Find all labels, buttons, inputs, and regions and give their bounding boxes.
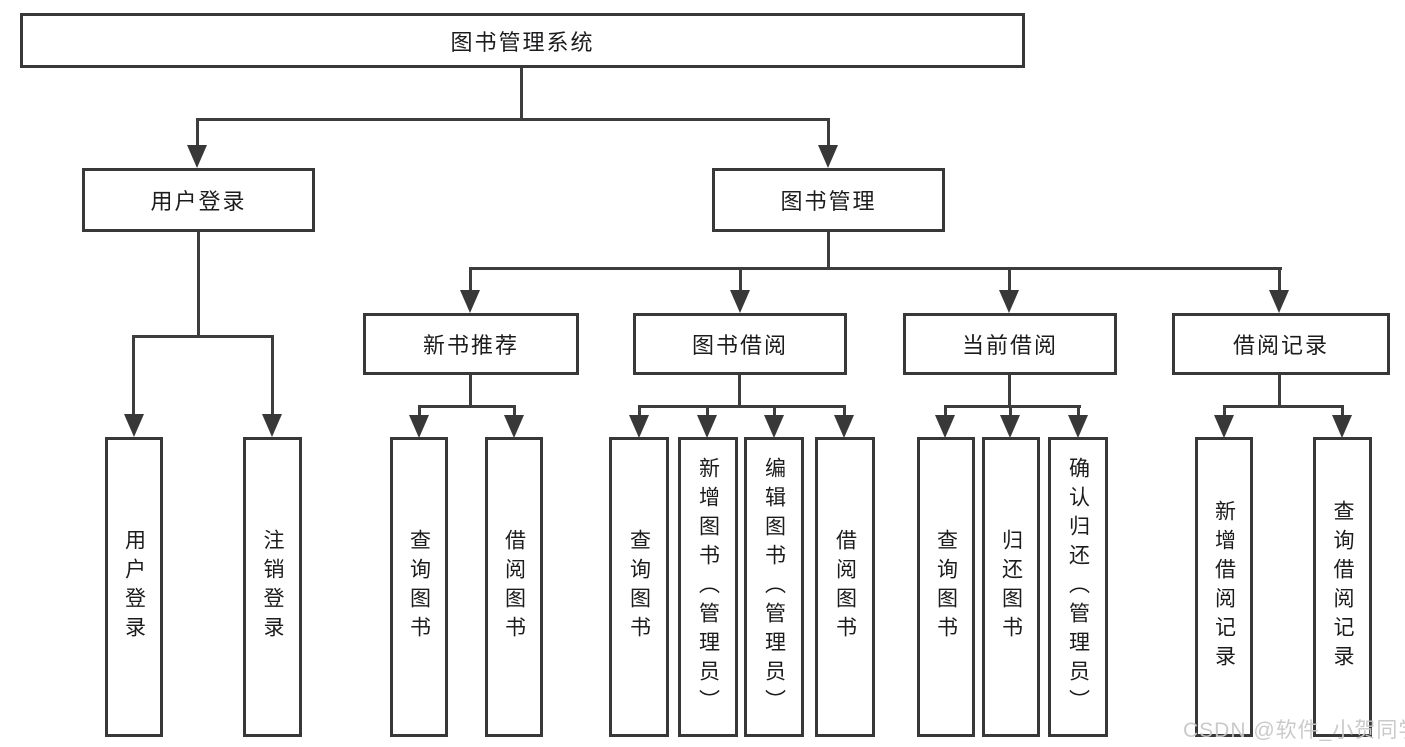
connector-line (638, 405, 641, 418)
leaf-borrow-books-recommend: 借阅图书 (485, 437, 543, 737)
connector-line (773, 405, 776, 418)
arrow-down-icon (1000, 415, 1020, 438)
connector-line (827, 118, 830, 150)
connector-line (1008, 267, 1011, 293)
connector-line (638, 405, 845, 408)
arrow-down-icon (262, 414, 282, 437)
arrow-down-icon (697, 415, 717, 438)
arrow-down-icon (999, 290, 1019, 313)
connector-line (469, 375, 472, 408)
leaf-add-borrow-record: 新增借阅记录 (1195, 437, 1253, 737)
connector-line (843, 405, 846, 418)
leaf-query-books-borrowing: 查询图书 (609, 437, 669, 737)
connector-line (197, 118, 830, 121)
connector-line (1009, 405, 1012, 418)
leaf-user-login: 用户登录 (105, 437, 163, 737)
connector-line (738, 375, 741, 408)
connector-line (513, 405, 516, 418)
leaf-borrow-books-borrowing: 借阅图书 (815, 437, 875, 737)
leaf-label: 归还图书 (999, 529, 1023, 645)
node-current-borrowing: 当前借阅 (903, 313, 1117, 375)
connector-line (469, 267, 1282, 270)
connector-line (418, 405, 516, 408)
leaf-label: 查询图书 (627, 529, 651, 645)
connector-line (469, 267, 472, 293)
leaf-edit-book-admin: 编辑图书（管理员） (744, 437, 804, 737)
node-new-book-recommendation: 新书推荐 (363, 313, 579, 375)
arrow-down-icon (1332, 415, 1352, 438)
arrow-down-icon (834, 415, 854, 438)
leaf-add-book-admin: 新增图书（管理员） (678, 437, 738, 737)
arrow-down-icon (504, 415, 524, 438)
arrow-down-icon (764, 415, 784, 438)
leaf-label: 借阅图书 (502, 529, 526, 645)
connector-line (197, 232, 200, 338)
leaf-logout: 注销登录 (243, 437, 302, 737)
arrow-down-icon (629, 415, 649, 438)
node-borrowing-records: 借阅记录 (1172, 313, 1390, 375)
csdn-watermark: CSDN @软件_小贺同学 (1183, 719, 1405, 742)
connector-line (520, 68, 523, 120)
arrow-down-icon (460, 290, 480, 313)
connector-line (271, 335, 274, 417)
leaf-query-books-recommend: 查询图书 (390, 437, 448, 737)
connector-line (1223, 405, 1344, 408)
leaf-label: 新增图书（管理员） (696, 456, 720, 718)
leaf-confirm-return-admin: 确认归还（管理员） (1048, 437, 1108, 737)
arrow-down-icon (1269, 290, 1289, 313)
connector-line (739, 267, 742, 293)
arrow-down-icon (935, 415, 955, 438)
connector-line (706, 405, 709, 418)
node-user-login: 用户登录 (82, 168, 315, 232)
connector-line (1008, 375, 1011, 408)
node-library-management-system: 图书管理系统 (20, 13, 1025, 68)
leaf-label: 借阅图书 (833, 529, 857, 645)
connector-line (196, 118, 199, 150)
arrow-down-icon (1214, 415, 1234, 438)
connector-line (944, 405, 947, 418)
connector-line (1223, 405, 1226, 418)
node-book-management: 图书管理 (712, 168, 945, 232)
connector-line (827, 232, 830, 270)
arrow-down-icon (187, 145, 207, 168)
leaf-label: 编辑图书（管理员） (762, 456, 786, 718)
leaf-label: 确认归还（管理员） (1066, 456, 1090, 718)
leaf-label: 查询借阅记录 (1331, 500, 1354, 674)
leaf-return-books: 归还图书 (982, 437, 1040, 737)
leaf-label: 查询图书 (934, 529, 958, 645)
connector-line (1077, 405, 1080, 418)
leaf-label: 查询图书 (407, 529, 431, 645)
leaf-label: 新增借阅记录 (1212, 500, 1236, 674)
leaf-query-books-current: 查询图书 (917, 437, 975, 737)
connector-line (1278, 375, 1281, 408)
arrow-down-icon (730, 290, 750, 313)
arrow-down-icon (1068, 415, 1088, 438)
connector-line (418, 405, 421, 418)
connector-line (132, 335, 274, 338)
leaf-query-borrow-record: 查询借阅记录 (1313, 437, 1372, 737)
leaf-label: 注销登录 (261, 529, 284, 645)
connector-line (132, 335, 135, 417)
leaf-label: 用户登录 (122, 529, 146, 645)
node-book-borrowing: 图书借阅 (633, 313, 847, 375)
arrow-down-icon (818, 145, 838, 168)
arrow-down-icon (409, 415, 429, 438)
arrow-down-icon (124, 414, 144, 437)
connector-line (944, 405, 1081, 408)
connector-line (1341, 405, 1344, 418)
connector-line (1278, 267, 1281, 293)
